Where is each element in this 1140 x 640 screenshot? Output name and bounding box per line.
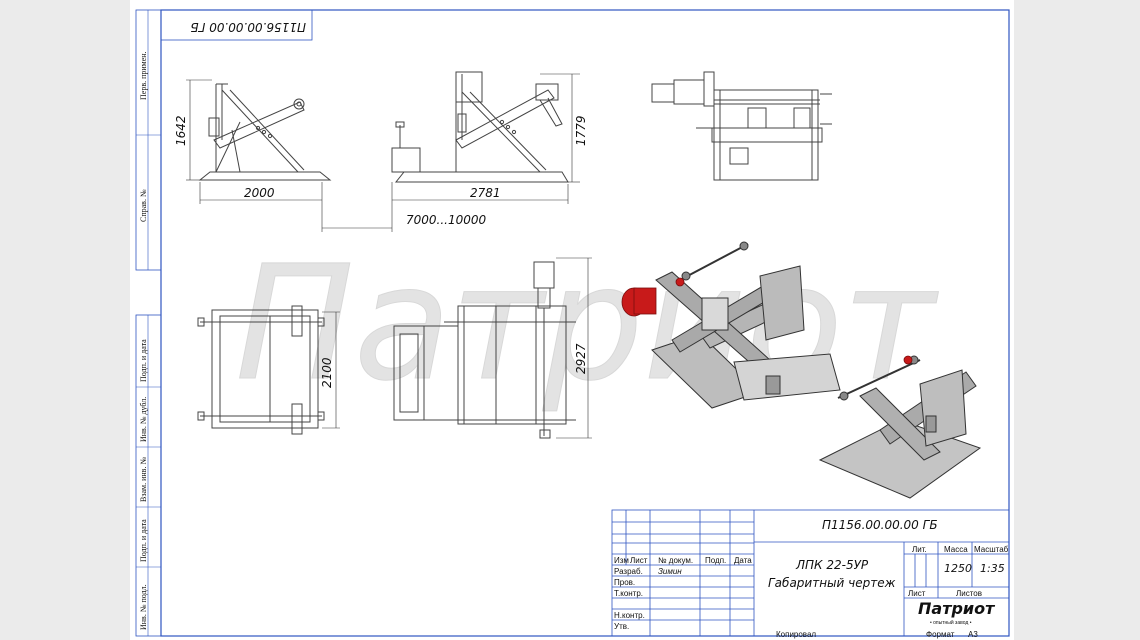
row-checked: Пров.	[614, 578, 636, 587]
motor-red	[621, 277, 913, 365]
side-view-middle	[391, 71, 569, 183]
hdr-sign: Подп.	[705, 556, 727, 565]
margin-label-6: Подп. и дата	[139, 519, 148, 562]
margin-label-4: Инв. № дубл.	[139, 396, 148, 442]
front-view	[651, 71, 832, 181]
row-developed: Разраб.	[614, 567, 643, 576]
side-view-left	[198, 83, 332, 181]
company-sub: • опытный завод •	[930, 620, 972, 626]
plan-view-left	[197, 305, 325, 435]
dim-left-height: 1642	[174, 115, 188, 146]
dim-middle-width: 2781	[470, 186, 501, 200]
col-lit: Лит.	[912, 545, 927, 554]
margin-label-3: Подп. и дата	[139, 339, 148, 382]
title-block-lines	[611, 509, 1010, 637]
sheet-label: Лист	[908, 589, 926, 598]
hdr-doc: № докум.	[658, 556, 694, 565]
title-top-code: П1156.00.00.00 ГБ	[822, 518, 938, 532]
hdr-date: Дата	[734, 556, 752, 565]
dim-plan-width: 2100	[320, 357, 334, 388]
row-approved: Утв.	[614, 622, 630, 631]
sheets-label: Листов	[956, 589, 982, 598]
row-tech-control: Т.контр.	[614, 589, 644, 598]
col-mass: Масса	[944, 545, 968, 554]
sheet-frame	[135, 9, 1010, 637]
dim-left-width: 2000	[244, 186, 275, 200]
margin-label-7: Инв. № подл.	[139, 584, 148, 630]
hdr-sheet: Лист	[630, 556, 648, 565]
dim-lines-left	[186, 79, 393, 232]
dim-spacing: 7000...10000	[406, 213, 487, 227]
footer-format-label: Формат	[926, 630, 955, 639]
rotated-drawing-code: П1156.00.00.00 ГБ	[190, 20, 306, 34]
footer-copied: Копировал	[776, 630, 817, 639]
footer-format-value: А3	[968, 630, 978, 639]
row-norm-control: Н.контр.	[614, 611, 645, 620]
col-scale: Масштаб	[974, 545, 1009, 554]
product-name: ЛПК 22-5УР	[796, 558, 869, 572]
scale-value: 1:35	[980, 562, 1005, 575]
dim-lines-plan-left	[322, 311, 340, 429]
company-logo: Патриот	[918, 599, 995, 618]
isometric-view	[651, 241, 982, 499]
hdr-change: Изм	[614, 556, 629, 565]
dim-plan-height: 2927	[574, 343, 588, 374]
plan-view-middle	[393, 261, 576, 439]
dim-lines-middle	[392, 73, 580, 204]
dim-lines-plan-middle	[556, 257, 592, 439]
mass-value: 1250	[944, 562, 972, 575]
developer-name: Зимин	[658, 567, 682, 576]
margin-label-5: Взам. инв. №	[139, 456, 148, 502]
doc-type: Габаритный чертеж	[768, 576, 896, 590]
margin-label-1: Перв. примен.	[139, 51, 148, 100]
margin-label-2: Справ. №	[139, 189, 148, 222]
dim-middle-height: 1779	[574, 115, 588, 146]
